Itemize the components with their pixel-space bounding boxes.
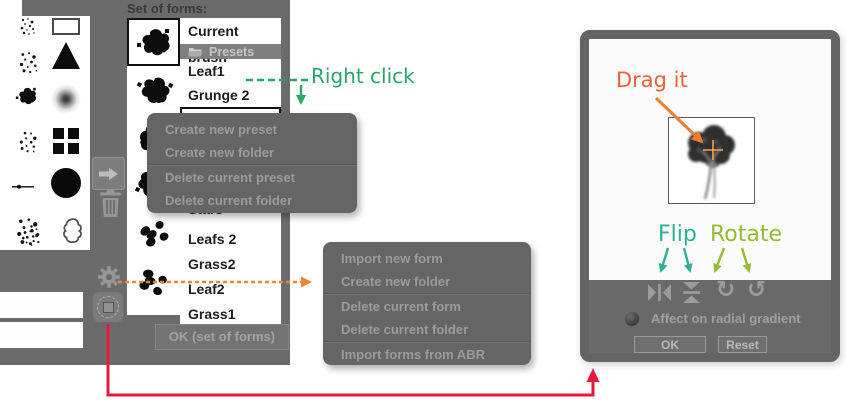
menu-item-create-new-folder[interactable]: Create new folder	[165, 145, 275, 160]
tree-form-image	[688, 125, 735, 200]
trash-icon[interactable]	[99, 190, 122, 217]
rotate-ccw-icon[interactable]: ↺	[747, 277, 767, 303]
line-brush-icon[interactable]	[12, 183, 38, 191]
affect-radial-gradient-label: Affect on radial gradient	[651, 311, 801, 326]
grid-shape-icon[interactable]	[53, 128, 79, 154]
presets-folder-header[interactable]: Presets	[180, 44, 281, 59]
gear-icon[interactable]	[96, 264, 122, 290]
rotate-cw-icon[interactable]: ↻	[716, 277, 736, 303]
menu-separator	[148, 164, 356, 166]
list-item-leaf2[interactable]: Leaf2	[188, 281, 225, 297]
speckle-brush-icon[interactable]	[19, 132, 39, 156]
annotation-flip: Flip	[658, 222, 697, 247]
menu-item-create-new-preset[interactable]: Create new preset	[165, 122, 277, 137]
ok-set-of-forms-button[interactable]: OK (set of forms)	[155, 324, 289, 350]
flip-vertical-icon[interactable]	[683, 282, 700, 303]
cropped-ui-row	[0, 322, 83, 348]
form-thumbnail-selected[interactable]	[127, 18, 180, 66]
preset-context-menu: Create new preset Create new folder Dele…	[147, 113, 357, 213]
menu-item-delete-current-form[interactable]: Delete current form	[341, 299, 461, 314]
list-item-leaf1[interactable]: Leaf1	[188, 63, 225, 79]
annotation-rotate: Rotate	[710, 222, 783, 247]
apply-arrow-button[interactable]	[92, 157, 125, 190]
triangle-shape-icon[interactable]	[52, 42, 80, 69]
form-thumbnail[interactable]	[127, 66, 180, 114]
record-target-button[interactable]	[93, 292, 123, 322]
blob-brush-icon[interactable]	[14, 86, 40, 112]
menu-item-import-forms-from-abr[interactable]: Import forms from ABR	[341, 347, 485, 362]
affect-radial-gradient-radio[interactable]	[625, 312, 639, 326]
list-item-partial[interactable]: Stars	[180, 213, 281, 220]
menu-item-delete-current-folder[interactable]: Delete current folder	[165, 193, 293, 208]
blob-outline-shape-icon[interactable]	[63, 217, 83, 245]
editor-ok-button[interactable]: OK	[634, 336, 706, 353]
list-item-leafs2[interactable]: Leafs 2	[188, 231, 237, 247]
form-thumbnail[interactable]	[127, 258, 180, 306]
page-corner	[0, 0, 22, 16]
editor-footer: ↻ ↺ Affect on radial gradient OK Reset	[589, 277, 831, 353]
panel-title: Set of forms:	[127, 1, 208, 16]
menu-item-delete-current-folder[interactable]: Delete current folder	[341, 322, 469, 337]
soft-round-shape-icon[interactable]	[51, 84, 81, 114]
menu-separator	[324, 293, 530, 295]
list-item-grunge2[interactable]: Grunge 2	[188, 87, 250, 103]
speckle-brush-icon[interactable]	[19, 52, 39, 74]
list-item-grass1[interactable]: Grass1	[188, 306, 236, 322]
folder-icon	[188, 46, 203, 57]
circle-shape-icon[interactable]	[51, 168, 81, 198]
dense-speckle-brush-icon[interactable]	[16, 218, 44, 248]
list-item-current-brush[interactable]: Current brush	[188, 23, 239, 65]
flip-horizontal-icon[interactable]	[648, 284, 671, 301]
record-target-icon	[97, 296, 119, 318]
form-thumbnail[interactable]	[127, 210, 180, 258]
editor-reset-button[interactable]: Reset	[718, 336, 767, 353]
menu-item-import-new-form[interactable]: Import new form	[341, 251, 443, 266]
form-preview-box[interactable]	[668, 117, 755, 204]
annotation-right-click: Right click	[311, 64, 415, 88]
annotation-drag-it: Drag it	[616, 68, 688, 92]
list-item-grass2[interactable]: Grass2	[188, 256, 236, 272]
menu-item-create-new-folder[interactable]: Create new folder	[341, 274, 451, 289]
menu-item-delete-current-preset[interactable]: Delete current preset	[165, 170, 296, 185]
speckle-brush-icon[interactable]	[20, 18, 36, 36]
cropped-ui-row	[0, 292, 83, 318]
form-editor-panel: ↻ ↺ Affect on radial gradient OK Reset	[580, 30, 840, 362]
right-arrow-icon	[98, 167, 119, 181]
forms-context-menu: Import new form Create new folder Delete…	[323, 242, 531, 365]
rectangle-shape-icon[interactable]	[52, 18, 80, 35]
